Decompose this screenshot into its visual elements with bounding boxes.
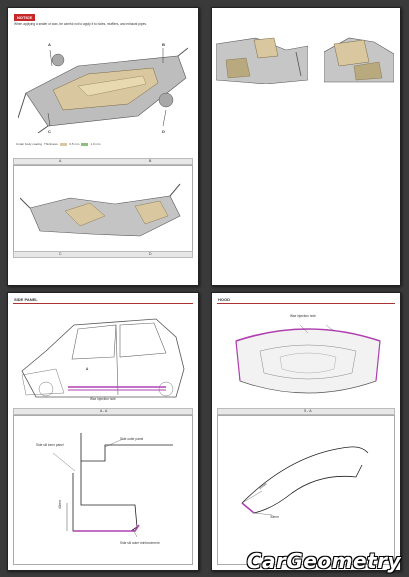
page-side-panel: SIDE PANEL A Wax injection hole A - A Si… [7,292,199,571]
title-rule-hood [217,303,395,304]
dimension-40mm: 40mm [58,500,62,509]
section-band-aa: A - A [13,408,193,415]
label-side-outer: Side outer panel [120,437,144,441]
section-band-sa: S - A [217,408,395,415]
wax-hole-label-hood: Wax injection hole [290,314,316,318]
detail-illustration [20,183,181,237]
section-title-hood: HOOD [218,297,230,302]
legend-swatch-1-0mm [81,142,89,146]
cargeometry-watermark: CarGeometry [246,549,401,573]
underbody-illustration [18,47,188,133]
hood-section-diagram [241,446,369,516]
notice-text: When applying a sealer or wax, be carefu… [14,22,147,26]
callout-a: A [48,42,51,47]
side-sill-section-diagram [52,433,173,538]
title-rule [13,303,193,304]
coating-legend: Under body coating Thickness: 0.5 mm 1.0… [16,142,101,146]
dimension-30mm-b: 30mm [270,515,279,519]
detail-view-left [216,37,308,84]
section-title-side-panel: SIDE PANEL [14,297,38,302]
page-hood: HOOD Wax injection hole S - A 30mm 30mm [211,292,401,571]
section-band-ab: A B [13,158,193,165]
label-side-sill-reinf: Side sill outer reinforcement [120,541,160,545]
detail-view-right [324,37,394,83]
hood-illustration [235,324,381,394]
callout-c: C [48,129,51,134]
label-side-sill-inner: Side sill inner panel [36,443,64,447]
section-aa-frame [13,415,193,565]
callout-b: B [162,42,165,47]
section-band-cd: C D [13,251,193,258]
section-sa-frame [217,415,395,565]
side-panel-illustration [21,318,185,398]
legend-swatch-0-5mm [60,142,68,146]
callout-a-side: A [86,367,89,371]
wax-hole-label-side: Wax injection hole [90,397,116,401]
callout-d: D [162,129,165,134]
page-detail-views [211,7,401,286]
page-underbody-coating: NOTICE When applying a sealer or wax, be… [7,7,199,286]
notice-badge: NOTICE [14,14,36,21]
